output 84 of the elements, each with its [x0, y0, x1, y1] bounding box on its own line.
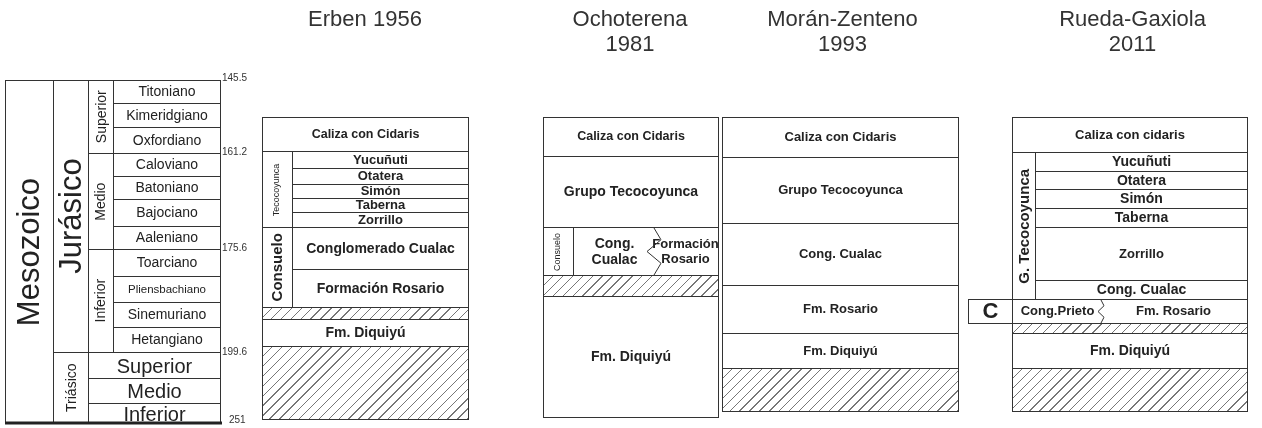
stratigraphic-unit-cell	[1012, 333, 1248, 369]
stratigraphic-unit-cell	[722, 117, 959, 158]
stratigraphic-unit-cell	[722, 157, 959, 224]
unit-name: Jurásico	[53, 158, 89, 275]
unit-name: Caliza con Cidaris	[784, 130, 897, 145]
unit-name: Caliza con cidaris	[1075, 127, 1185, 143]
age-label: 175.6	[222, 242, 248, 253]
unit-name: Yucuñuti	[1111, 154, 1172, 170]
unit-name: G. Tecocoyunca	[1015, 168, 1033, 284]
unit-name: C	[982, 299, 999, 324]
unit-name: Mesozoico	[12, 177, 47, 327]
unit-name: Batoniano	[135, 180, 199, 196]
unit-name: Zorrillo	[358, 212, 403, 228]
unit-name: Grupo Tecocoyunca	[778, 183, 903, 198]
unit-name: Conglomerado Cualac	[306, 240, 455, 257]
unit-name: Caliza con Cidaris	[577, 130, 685, 144]
unit-name: Fm. Diquiyú	[1089, 343, 1171, 359]
unit-name: Cong. Cualac	[798, 247, 883, 262]
column-heading: Ochoterena 1981	[571, 6, 689, 57]
unit-name: Toarciano	[136, 255, 198, 271]
stratigraphic-unit-cell	[1012, 117, 1248, 153]
stratigraphic-unit-cell	[5, 80, 54, 424]
hatched-layer	[1012, 323, 1248, 334]
unit-name: Superior	[93, 90, 109, 144]
stratigraphic-unit-cell	[968, 299, 1013, 324]
unit-name: Oxfordiano	[132, 132, 202, 149]
column-heading: Erben 1956	[307, 6, 423, 32]
unit-name: Tecocoyunca	[272, 163, 283, 216]
unit-name: Cong. Cualac	[590, 236, 639, 267]
unit-name: Simón	[360, 184, 401, 199]
unit-name: Grupo Tecocoyunca	[563, 184, 699, 200]
unit-name: Fm. Diquiyú	[590, 349, 672, 365]
unit-name: Formación Rosario	[652, 237, 719, 266]
unit-name: Medio	[93, 182, 109, 221]
unit-name: Medio	[127, 380, 182, 402]
unit-name: Kimeridgiano	[126, 107, 208, 124]
unit-name: Zorrillo	[1119, 246, 1164, 262]
unit-name: Yucuñuti	[353, 152, 408, 168]
unit-name: Otatera	[357, 169, 404, 184]
unit-name: Aaleniano	[135, 230, 199, 246]
unit-name: Formación Rosario	[316, 280, 445, 297]
age-label: 251	[229, 414, 246, 425]
stratigraphic-unit-cell	[543, 156, 719, 228]
unit-name: Cong.Prieto	[1020, 304, 1095, 319]
unit-name: Sinemuriano	[127, 307, 207, 323]
unit-name: Cong. Cualac	[1096, 282, 1187, 298]
unit-name: Taberna	[355, 198, 406, 213]
stratigraphic-unit-cell	[653, 227, 719, 276]
hatched-layer	[262, 346, 469, 420]
age-label: 161.2	[222, 146, 248, 157]
unit-name: Bajociano	[136, 205, 198, 221]
hatched-layer	[543, 275, 719, 297]
unit-name: Inferior	[93, 279, 109, 323]
stratigraphic-unit-cell	[113, 80, 221, 104]
stratigraphic-unit-cell	[543, 296, 719, 418]
unit-name: Pliensbachiano	[128, 283, 206, 296]
stratigraphic-unit-cell	[262, 117, 469, 152]
unit-name: Caliza con Cidaris	[311, 127, 420, 142]
age-label: 199.6	[222, 346, 248, 357]
unit-name: Otatera	[1117, 172, 1166, 189]
unit-name: Inferior	[123, 402, 186, 425]
unit-name: Fm. Rosario	[1135, 304, 1212, 319]
stratigraphic-unit-cell	[722, 223, 959, 286]
stratigraphic-unit-cell	[722, 333, 959, 369]
stratigraphic-unit-cell	[262, 319, 469, 347]
unit-name: Consuelo	[269, 233, 286, 302]
unit-name: Hetangiano	[131, 332, 203, 348]
unit-name: Simón	[1120, 191, 1163, 207]
unit-name: Superior	[116, 354, 193, 377]
hatched-layer	[722, 368, 959, 412]
unit-name: Triásico	[63, 363, 79, 413]
age-label: 145.5	[222, 72, 248, 83]
unit-name: Fm. Diquiyú	[803, 343, 878, 359]
unit-name: Caloviano	[135, 157, 199, 173]
column-heading: Morán-Zenteno 1993	[766, 6, 919, 57]
unit-name: Consuelo	[553, 232, 564, 271]
unit-name: Titoniano	[138, 84, 196, 100]
column-heading: Rueda-Gaxiola 2011	[1058, 6, 1207, 57]
unit-name: Taberna	[1114, 210, 1169, 226]
unit-name: Fm. Diquiyú	[325, 325, 406, 341]
unit-name: Fm. Rosario	[802, 302, 879, 317]
stratigraphic-unit-cell	[543, 117, 719, 157]
stratigraphic-unit-cell	[722, 285, 959, 334]
hatched-layer	[1012, 368, 1248, 412]
